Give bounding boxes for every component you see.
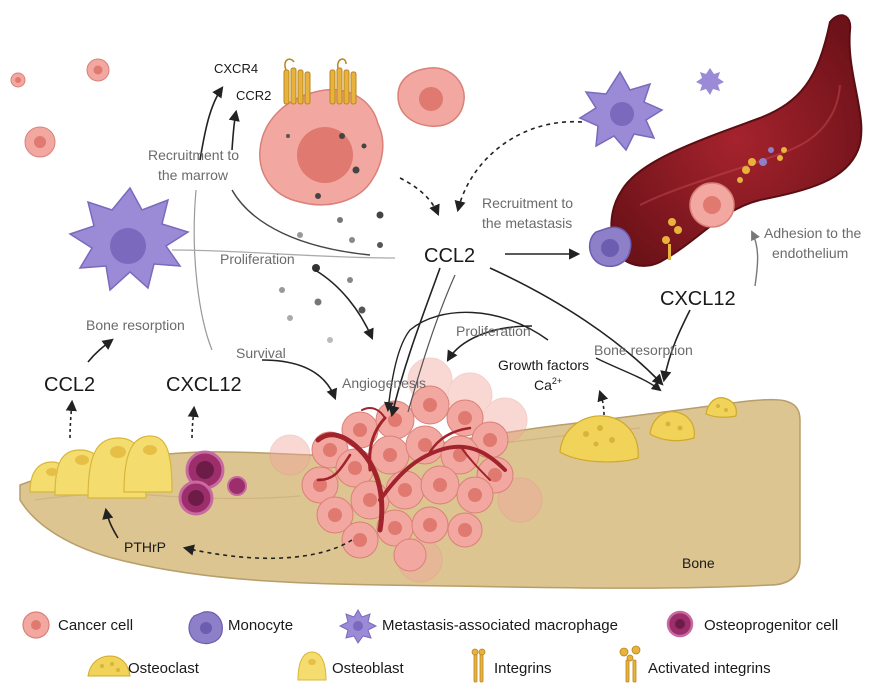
cancer-cell-icon [22,611,50,639]
osteoblast-cluster [29,435,173,499]
receptor-cxcr4-icon [283,58,311,105]
legend-label: Cancer cell [58,617,133,634]
calcium-superscript: 2+ [552,376,562,386]
calcium-label: Ca2+ [534,376,562,393]
small-macrophage [696,68,724,95]
vessel-monocytes [759,147,774,166]
legend-item-monocyte: Monocyte [188,611,293,645]
adhesion-label-2: endothelium [772,245,848,261]
legend-item-osteoclast: Osteoclast [87,655,200,677]
legend-item-cancer-cell: Cancer cell [22,611,133,639]
osteoclast-nuclei [583,404,728,447]
arrows [65,86,760,560]
legend-label: Activated integrins [648,660,771,677]
monocyte-icon [188,611,223,645]
recruitment-marrow-label-2: the marrow [158,167,229,183]
legend-label: Osteoblast [332,660,405,677]
bone-resorption-right-label: Bone resorption [594,342,693,358]
ccr2-label: CCR2 [236,88,271,103]
legend-item-osteoprogenitor: Osteoprogenitor cell [666,610,838,638]
receptor-ccr2-icon [329,58,357,105]
recruitment-marrow-label-1: Recruitment to [148,147,239,163]
macrophage-icon [338,608,378,644]
macrophage-top [578,70,664,152]
cxcr4-label: CXCR4 [214,61,258,76]
osteoprogenitor-icon [666,610,694,638]
adhesion-label-1: Adhesion to the [764,225,862,241]
osteoclasts [559,397,737,463]
legend-item-integrins: Integrins [471,648,552,683]
vessel-cancer-cell [689,182,735,228]
integrin-icon [471,648,486,683]
legend-label: Metastasis-associated macrophage [382,617,618,634]
macrophage-left [68,186,190,292]
osteoprogenitor-cells [178,450,247,516]
angiogenesis-label: Angiogenesis [342,375,426,391]
proliferation-left-label: Proliferation [220,251,295,267]
cxcl12-left-label: CXCL12 [166,374,242,396]
legend-item-osteoblast: Osteoblast [297,651,405,681]
calcium-text: Ca [534,377,552,393]
ccl2-center-label: CCL2 [424,245,475,267]
osteoblast-nuclei [46,445,157,476]
bone-label: Bone [682,555,715,571]
legend: Cancer cell Monocyte Metastasis-associat… [22,608,838,683]
recruitment-metastasis-label-2: the metastasis [482,215,572,231]
legend-label: Osteoprogenitor cell [704,617,838,634]
pthrp-label: PTHrP [124,539,166,555]
survival-label: Survival [236,345,286,361]
floating-cancer-cells [10,58,110,158]
cancer-cell-top [397,67,465,127]
legend-label: Osteoclast [128,660,200,677]
legend-item-activated-integrins: Activated integrins [619,645,771,683]
vessel-integrins [662,147,787,260]
activated-integrin-icon [619,645,641,683]
legend-item-macrophage: Metastasis-associated macrophage [338,608,618,644]
ccl2-left-label: CCL2 [44,374,95,396]
growth-factors-label: Growth factors [498,357,589,373]
legend-label: Integrins [494,660,552,677]
recruitment-metastasis-label-1: Recruitment to [482,195,573,211]
osteoclast-icon [87,655,131,677]
cxcl12-right-label: CXCL12 [660,288,736,310]
osteoblast-icon [297,651,327,681]
chemokine-dots [279,211,384,343]
bone-resorption-left-label: Bone resorption [86,317,185,333]
tumor-mass [269,357,543,583]
legend-label: Monocyte [228,617,293,634]
big-cancer-cell [259,89,384,206]
adhering-monocyte [588,226,632,268]
tumor-vasculature [315,407,507,533]
proliferation-right-label: Proliferation [456,323,531,339]
